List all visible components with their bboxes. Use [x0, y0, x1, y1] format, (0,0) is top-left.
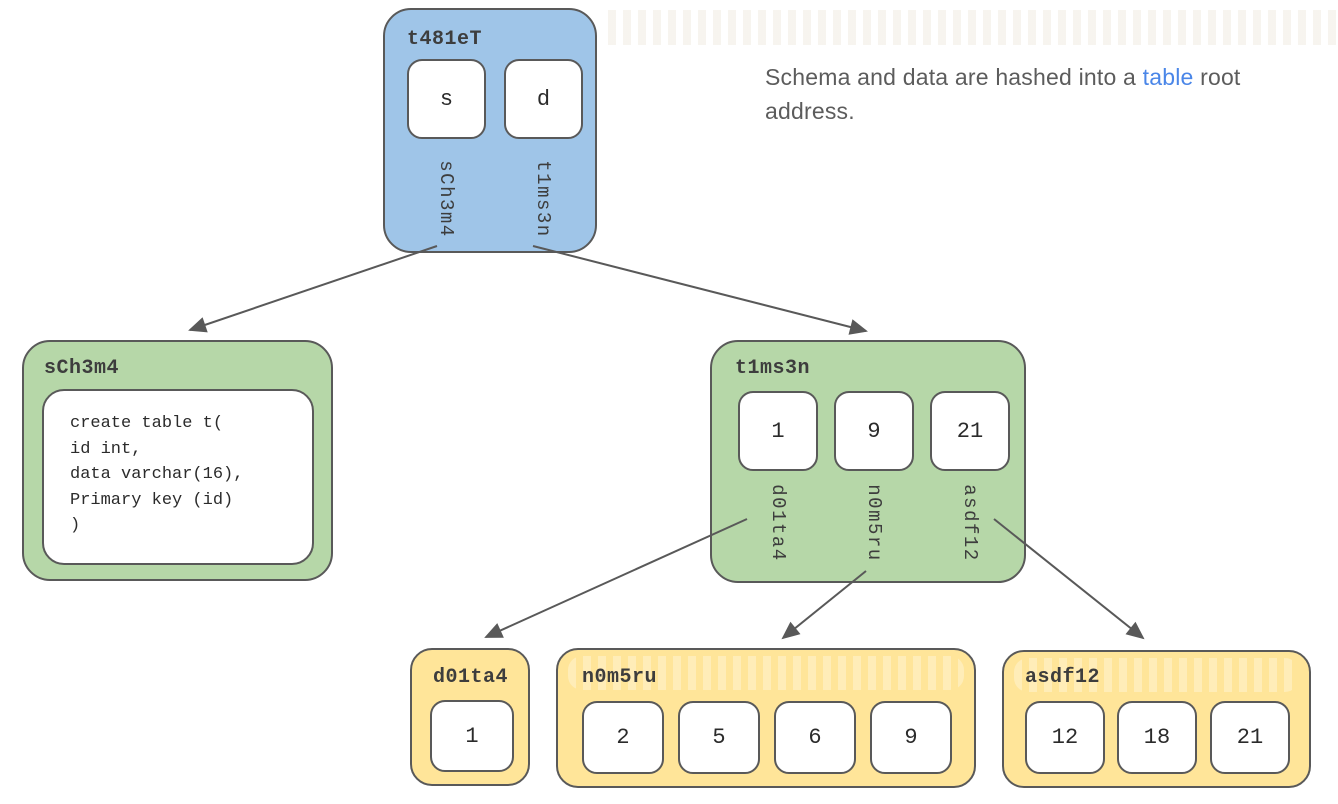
table-link[interactable]: table	[1142, 64, 1194, 90]
table-cell-key-9: 9	[834, 391, 914, 471]
root-hash-label-data: t1ms3n	[532, 160, 554, 238]
leaf3-cell: 12	[1025, 701, 1105, 774]
table-hash-label-3: asdf12	[959, 484, 981, 562]
leaf-node-2: n0m5ru 2 5 6 9	[556, 648, 976, 788]
arrow-table-to-leaf1	[484, 518, 748, 638]
root-hash-label-schema: sCh3m4	[435, 160, 457, 238]
table-node-title: t1ms3n	[735, 357, 811, 380]
leaf2-cell: 6	[774, 701, 856, 774]
root-cell-schema: s	[407, 59, 486, 139]
leaf3-cell: 21	[1210, 701, 1290, 774]
caption-before: Schema and data are hashed into a	[765, 64, 1143, 90]
root-node: t481eT s d sCh3m4 t1ms3n	[383, 8, 597, 253]
sql-line: create table t(	[70, 414, 224, 433]
caption-after: root address.	[765, 64, 1241, 124]
leaf2-cell: 9	[870, 701, 952, 774]
table-cell-key-1: 1	[738, 391, 818, 471]
leaf-node-1: d01ta4 1	[410, 648, 530, 786]
leaf-node-3: asdf12 12 18 21	[1002, 650, 1311, 788]
table-hash-label-1: d01ta4	[767, 484, 789, 562]
leaf2-cell: 2	[582, 701, 664, 774]
table-node: t1ms3n 1 9 21 d01ta4 n0m5ru asdf12	[710, 340, 1026, 583]
leaf2-title: n0m5ru	[582, 666, 658, 689]
caption-text: Schema and data are hashed into a table …	[765, 60, 1313, 128]
arrow-root-to-schema	[188, 245, 438, 333]
table-hash-label-2: n0m5ru	[863, 484, 885, 562]
schema-node: sCh3m4 create table t( id int, data varc…	[22, 340, 333, 581]
sql-line: id int,	[70, 439, 142, 459]
leaf3-title: asdf12	[1025, 666, 1101, 689]
schema-sql-box: create table t( id int, data varchar(16)…	[42, 389, 314, 565]
sql-line: )	[70, 516, 81, 535]
arrow-root-to-table	[532, 245, 868, 335]
leaf3-cell: 18	[1117, 701, 1197, 774]
leaf1-cell: 1	[430, 700, 514, 772]
root-node-title: t481eT	[407, 28, 483, 51]
sql-line: Primary key (id)	[70, 490, 234, 510]
background-stripe-pattern	[608, 10, 1338, 45]
sql-line: data varchar(16),	[70, 465, 244, 484]
leaf2-cell: 5	[678, 701, 760, 774]
leaf1-title: d01ta4	[433, 666, 509, 689]
schema-node-title: sCh3m4	[44, 357, 120, 380]
table-cell-key-21: 21	[930, 391, 1010, 471]
root-cell-data: d	[504, 59, 583, 139]
